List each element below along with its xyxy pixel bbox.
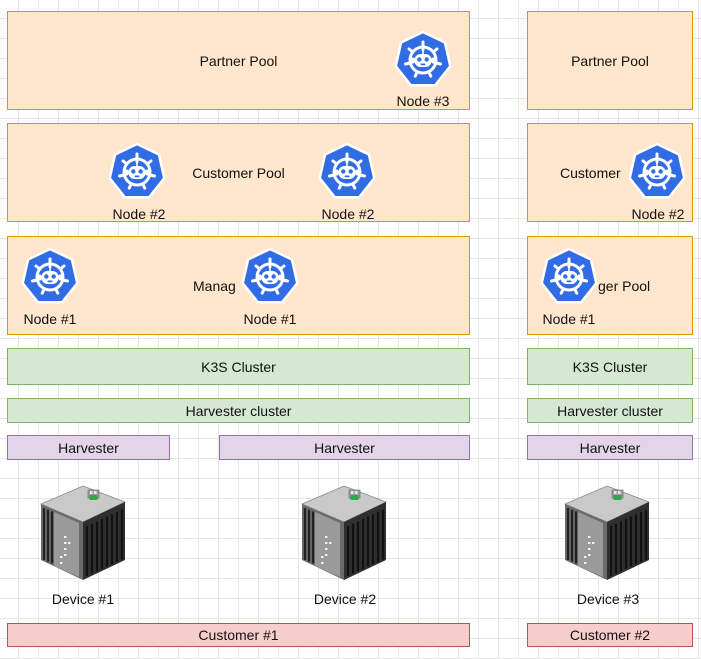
kubernetes-node-icon[interactable] [393,30,453,90]
device-2-label: Device #2 [313,591,377,607]
server-device-icon[interactable] [561,482,653,582]
harvester-label: Harvester [58,439,119,456]
harvester-cluster-right[interactable]: Harvester cluster [527,398,693,423]
device-1-label: Device #1 [51,591,115,607]
manager-pool-label: Manag [193,278,236,294]
harvester-label: Harvester [579,439,641,456]
node-1-label: Node #1 [243,311,297,327]
k3s-cluster-label: K3S Cluster [201,358,276,375]
harvester-node-2[interactable]: Harvester [219,435,470,460]
kubernetes-node-icon[interactable] [317,142,377,202]
partner-pool-right-label: Partner Pool [571,52,649,69]
k3s-cluster[interactable]: K3S Cluster [7,348,470,385]
customer-2-label: Customer #2 [569,627,651,643]
kubernetes-node-icon[interactable] [539,247,599,307]
partner-pool[interactable]: Partner Pool [7,11,470,110]
harvester-cluster-label: Harvester cluster [185,402,292,419]
node-1-label: Node #1 [23,311,77,327]
node-3-label: Node #3 [396,93,450,109]
harvester-label: Harvester [314,439,375,456]
customer-pool[interactable]: Customer Pool [7,123,470,222]
customer-1-bar[interactable]: Customer #1 [7,623,470,647]
node-1-label: Node #1 [542,311,596,327]
customer-2-bar[interactable]: Customer #2 [527,623,693,647]
partner-pool-right[interactable]: Partner Pool [527,11,693,110]
manager-pool-right-label: ger Pool [598,278,651,294]
node-2-label: Node #2 [631,206,685,222]
customer-pool-right-label: Customer [560,165,621,181]
customer-1-label: Customer #1 [198,627,279,643]
harvester-node-3[interactable]: Harvester [527,435,693,460]
harvester-cluster-right-label: Harvester cluster [557,402,663,419]
harvester-cluster[interactable]: Harvester cluster [7,398,470,423]
kubernetes-node-icon[interactable] [240,247,300,307]
harvester-node-1[interactable]: Harvester [7,435,170,460]
manager-pool[interactable]: Manag [7,236,470,335]
manager-pool-right[interactable]: ger Pool [527,236,693,335]
k3s-cluster-right-label: K3S Cluster [572,358,648,375]
kubernetes-node-icon[interactable] [107,142,167,202]
device-3-label: Device #3 [576,591,640,607]
node-2-label: Node #2 [321,206,375,222]
partner-pool-label: Partner Pool [199,52,278,69]
kubernetes-node-icon[interactable] [627,142,687,202]
kubernetes-node-icon[interactable] [20,247,80,307]
server-device-icon[interactable] [37,482,129,582]
k3s-cluster-right[interactable]: K3S Cluster [527,348,693,385]
customer-pool-label: Customer Pool [192,164,285,181]
server-device-icon[interactable] [298,482,390,582]
node-2-label: Node #2 [112,206,166,222]
